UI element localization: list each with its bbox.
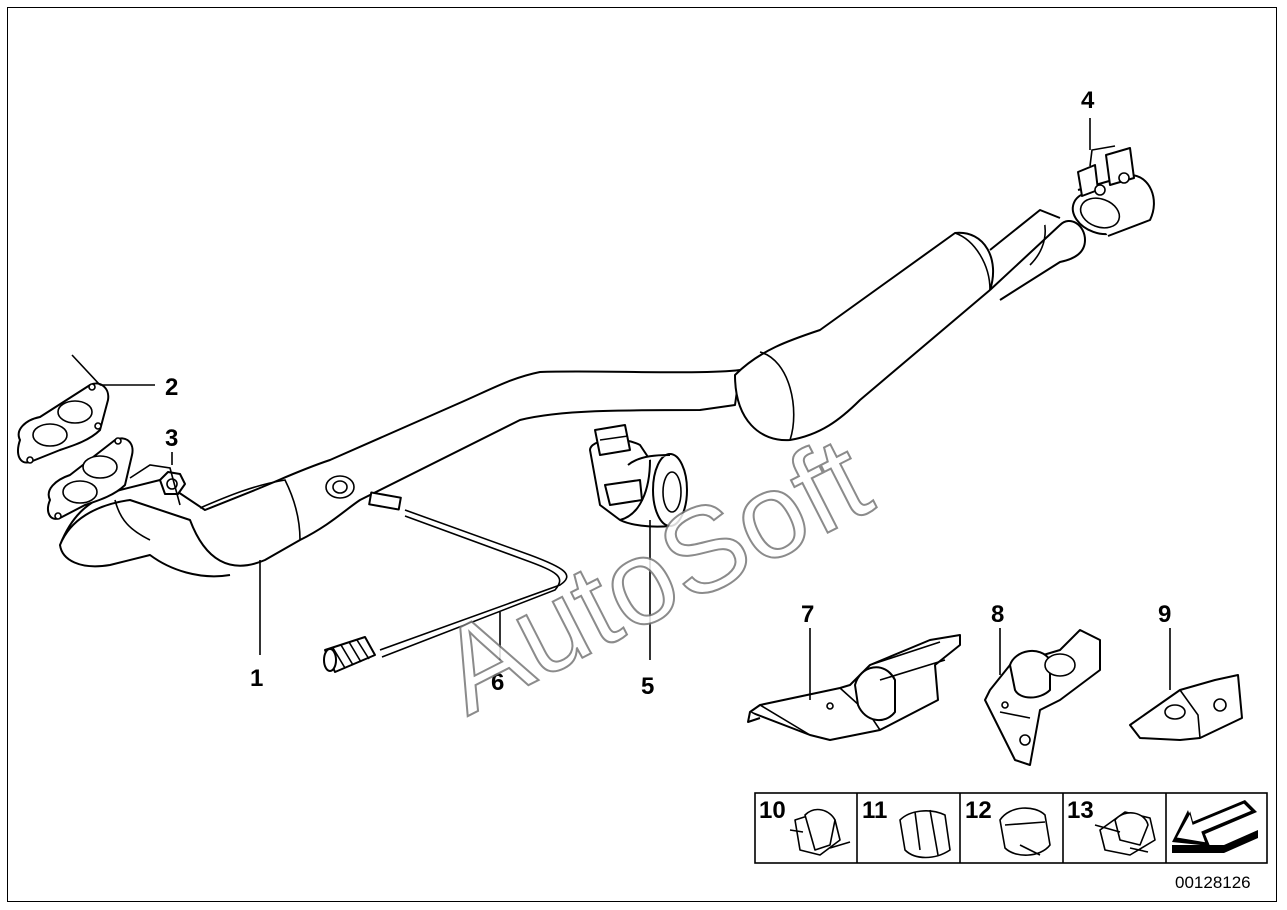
bracket-7-part[interactable] — [747, 634, 961, 741]
clip-11-part[interactable] — [899, 809, 951, 859]
hanger-part[interactable] — [589, 424, 688, 528]
arrow-icon[interactable] — [1172, 800, 1258, 853]
clip-12-part[interactable] — [999, 807, 1051, 856]
part-13-label: 13 — [1067, 797, 1094, 824]
label-3: 3 — [165, 425, 178, 452]
label-4: 4 — [1081, 87, 1095, 114]
label-6: 6 — [491, 669, 504, 696]
part-10-label: 10 — [759, 797, 786, 824]
part-11-label: 11 — [862, 797, 887, 824]
label-5: 5 — [641, 673, 654, 700]
bracket-9-part[interactable] — [1129, 674, 1243, 741]
label-9: 9 — [1158, 601, 1171, 628]
label-8: 8 — [991, 601, 1004, 628]
label-7: 7 — [801, 601, 814, 628]
clip-13-part[interactable] — [1094, 811, 1156, 856]
clip-10-part[interactable] — [789, 808, 851, 856]
label-2: 2 — [165, 374, 178, 401]
part-12-label: 12 — [965, 797, 992, 824]
nut-part[interactable] — [159, 471, 186, 495]
bracket-8-part[interactable] — [984, 629, 1101, 766]
document-id: 00128126 — [1175, 873, 1251, 892]
oxygen-sensor-part[interactable] — [323, 491, 568, 673]
clamp-part[interactable] — [1067, 145, 1155, 241]
front-pipe-part[interactable] — [17, 209, 1086, 578]
label-1: 1 — [250, 665, 263, 692]
diagram-frame — [7, 7, 1277, 902]
